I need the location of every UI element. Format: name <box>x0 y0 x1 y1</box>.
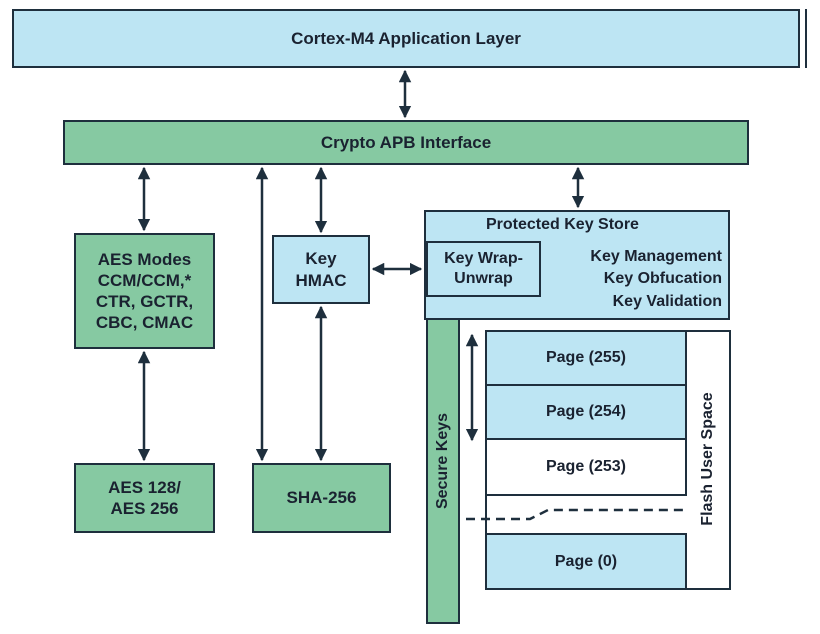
app-layer-label: Cortex-M4 Application Layer <box>291 28 521 48</box>
page-0-box: Page (0) <box>485 533 687 590</box>
key-hmac-label: Key HMAC <box>295 249 347 290</box>
flash-break-dashed-line <box>466 508 688 521</box>
aes-modes-box: AES Modes CCM/CCM,* CTR, GCTR, CBC, CMAC <box>74 233 215 349</box>
sha-256-label: SHA-256 <box>286 488 357 507</box>
aes-modes-label: AES Modes CCM/CCM,* CTR, GCTR, CBC, CMAC <box>95 249 194 333</box>
crypto-apb-interface-label: Crypto APB Interface <box>320 132 492 152</box>
key-wrap-unwrap-label: Key Wrap- Unwrap <box>444 250 523 287</box>
page-254-box: Page (254) <box>485 384 687 440</box>
page-255-label: Page (255) <box>545 349 627 366</box>
app-layer-edge <box>805 9 807 68</box>
crypto-apb-interface-box: Crypto APB Interface <box>63 120 749 165</box>
protected-key-store-title: Protected Key Store <box>486 216 639 233</box>
page-0-label: Page (0) <box>554 552 618 570</box>
aes-128-256-label: AES 128/ AES 256 <box>108 477 181 518</box>
page-253-label: Page (253) <box>545 458 627 475</box>
page-254-label: Page (254) <box>545 403 627 420</box>
page-253-box: Page (253) <box>485 438 687 496</box>
app-layer-box: Cortex-M4 Application Layer <box>12 9 800 68</box>
aes-128-256-box: AES 128/ AES 256 <box>74 463 215 533</box>
key-hmac-box: Key HMAC <box>272 235 370 304</box>
sha-256-box: SHA-256 <box>252 463 391 533</box>
secure-keys-bar <box>426 318 460 624</box>
key-store-features: Key Management Key Obfucation Key Valida… <box>590 248 722 310</box>
key-wrap-unwrap-box: Key Wrap- Unwrap <box>426 241 541 297</box>
